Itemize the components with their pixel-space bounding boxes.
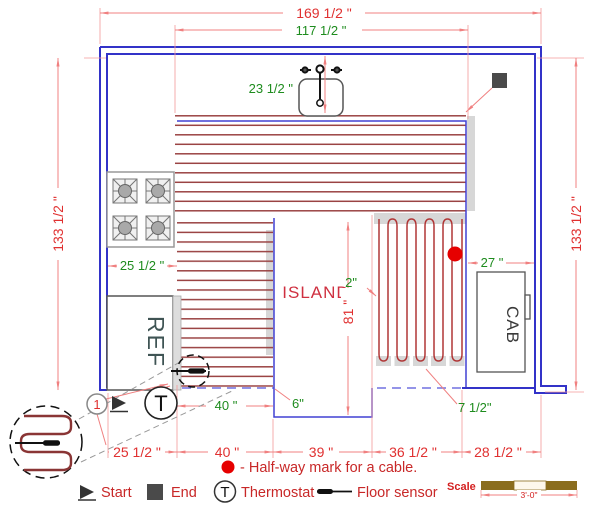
cable-runs-horizontal-top: [175, 115, 466, 218]
cabinet: CAB: [476, 271, 531, 373]
dim-label-seg4: 36 1/2 ": [389, 444, 437, 460]
mat-turn-band-top: [374, 213, 466, 224]
scale-value: 3'-0": [521, 490, 538, 500]
cable-serpentine-vertical: [378, 218, 463, 362]
stove: [106, 171, 175, 248]
dim-label-seg3: 39 ": [309, 444, 333, 460]
wall-inner: [106, 53, 536, 389]
burner-icon: [145, 215, 171, 241]
legend-thermostat-label: Thermostat: [241, 485, 314, 501]
cabinet-handle: [524, 294, 531, 320]
scale-segment: [481, 481, 514, 490]
dim-walkway: 40 ": [176, 398, 274, 413]
dim-sink-offset: 23 1/2 ": [249, 55, 327, 114]
scale-label: Scale: [447, 481, 476, 493]
dim-label-sink-offset: 23 1/2 ": [249, 81, 294, 96]
dim-height-right: 133 1/2 ": [568, 57, 584, 391]
sink: [298, 56, 344, 117]
start-legend-icon: [80, 485, 94, 499]
dim-label-overall-width: 169 1/2 ": [296, 5, 352, 21]
dim-label-height-left: 133 1/2 ": [50, 196, 66, 252]
dim-label-island-length: 81 ": [340, 300, 356, 324]
dim-height-left: 133 1/2 ": [50, 57, 66, 391]
ref-label: REF: [143, 316, 169, 368]
cable-runs-horizontal-left: [177, 222, 273, 388]
thermostat-legend-icon: [213, 480, 237, 503]
end-marker: [465, 73, 507, 113]
leader-gaps: 2" 6" 7 1/2": [274, 275, 492, 415]
dim-island-length: 81 ": [340, 221, 356, 416]
dim-cab-width: 27 ": [467, 255, 535, 270]
dim-counter-left: 25 1/2 ": [107, 258, 178, 273]
ref-door-edge: [172, 295, 182, 391]
dim-label-counter-left: 25 1/2 ": [120, 258, 165, 273]
heated-mat-right-serpentine: [374, 213, 466, 366]
refrigerator: REF: [106, 295, 182, 391]
scale-segment: [546, 481, 577, 490]
heated-mat-left-strip: [177, 222, 274, 388]
detail-number: 1: [93, 397, 100, 412]
mat-edge-shade: [467, 116, 475, 211]
legend-end-label: End: [171, 485, 197, 501]
floor-sensor-symbol: [171, 354, 210, 388]
detail-leader-lines: [78, 361, 233, 463]
wall-outer: [100, 46, 567, 394]
dim-heated-width: 117 1/2 ": [174, 22, 469, 38]
wall-left: [99, 47, 107, 391]
island: ISLAND: [273, 218, 373, 418]
dim-label-seg1: 25 1/2 ": [113, 444, 161, 460]
dim-bottom-chain: 25 1/2 " 40 " 39 " 36 1/2 " 28 1/2 ": [107, 444, 542, 460]
extension-lines: [84, 8, 584, 458]
dim-label-seg2: 40 ": [215, 444, 239, 460]
detail-callout-number: 1: [86, 393, 108, 415]
detail-bubble: [9, 405, 83, 479]
scale-segment: [513, 480, 547, 491]
legend-start-label: Start: [101, 485, 132, 501]
dim-label-cab-width: 27 ": [481, 255, 504, 270]
legend: - Half-way mark for a cable. Start End T…: [78, 460, 438, 503]
dim-label-heated-width: 117 1/2 ": [296, 23, 347, 38]
legend-floor-sensor-label: Floor sensor: [357, 485, 438, 501]
island-body: [274, 218, 372, 417]
cab-label: CAB: [503, 306, 522, 344]
burner-icon: [145, 178, 171, 204]
dim-label-seg5: 28 1/2 ": [474, 444, 522, 460]
thermostat-symbol: T: [144, 386, 178, 420]
legend-halfway-note: - Half-way mark for a cable.: [240, 460, 417, 476]
walls: [99, 46, 567, 394]
halfway-dot-icon: [221, 460, 235, 474]
dim-label-height-right: 133 1/2 ": [568, 196, 584, 252]
dim-label-gap-bottom-right: 7 1/2": [458, 400, 492, 415]
thermostat-legend-letter: T: [220, 484, 229, 501]
dim-overall-width: 169 1/2 ": [99, 5, 542, 21]
end-legend-icon: [147, 484, 163, 500]
cold-lead-line: [177, 120, 467, 388]
burner-icon: [112, 215, 138, 241]
dim-label-gap-island-bottom: 6": [292, 396, 304, 411]
scale-bar: Scale 3'-0": [447, 480, 578, 500]
heated-mat-top: [175, 115, 475, 218]
start-icon: [112, 396, 126, 410]
halfway-mark-dot: [447, 246, 463, 262]
start-symbol: [110, 396, 128, 413]
dim-label-walkway: 40 ": [215, 398, 238, 413]
thermostat-letter: T: [154, 391, 167, 416]
dim-label-gap-island-right: 2": [345, 275, 357, 290]
burner-icon: [112, 178, 138, 204]
island-label: ISLAND: [282, 283, 349, 302]
